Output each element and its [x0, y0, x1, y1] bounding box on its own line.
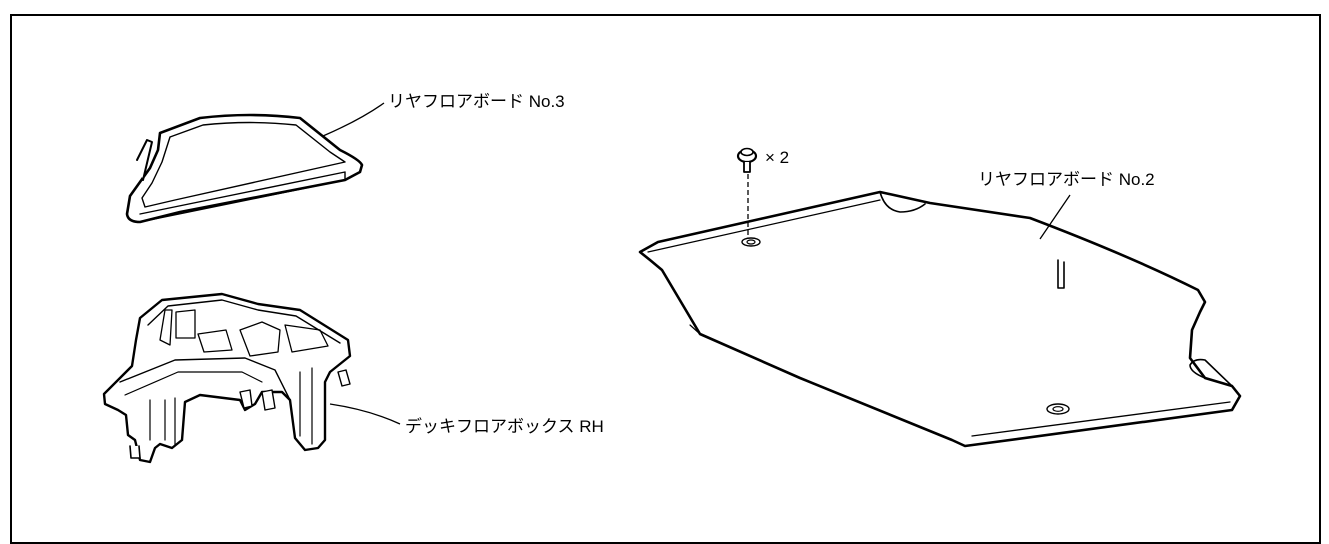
rear-floor-board-no3: [125, 113, 364, 224]
label-clip-quantity: × 2: [765, 148, 790, 167]
clip-fastener-icon: [736, 147, 758, 173]
leader-board-no2: [1039, 194, 1071, 240]
label-rear-floor-board-no2: リヤフロアボード No.2: [978, 170, 1155, 189]
leader-deck-box: [329, 403, 401, 425]
deck-floor-box-rh: [102, 292, 352, 464]
rear-floor-board-no2: [638, 190, 1242, 448]
leader-board-no3: [322, 102, 385, 137]
label-deck-floor-box-rh: デッキフロアボックス RH: [405, 417, 604, 436]
label-rear-floor-board-no3: リヤフロアボード No.3: [388, 92, 565, 111]
